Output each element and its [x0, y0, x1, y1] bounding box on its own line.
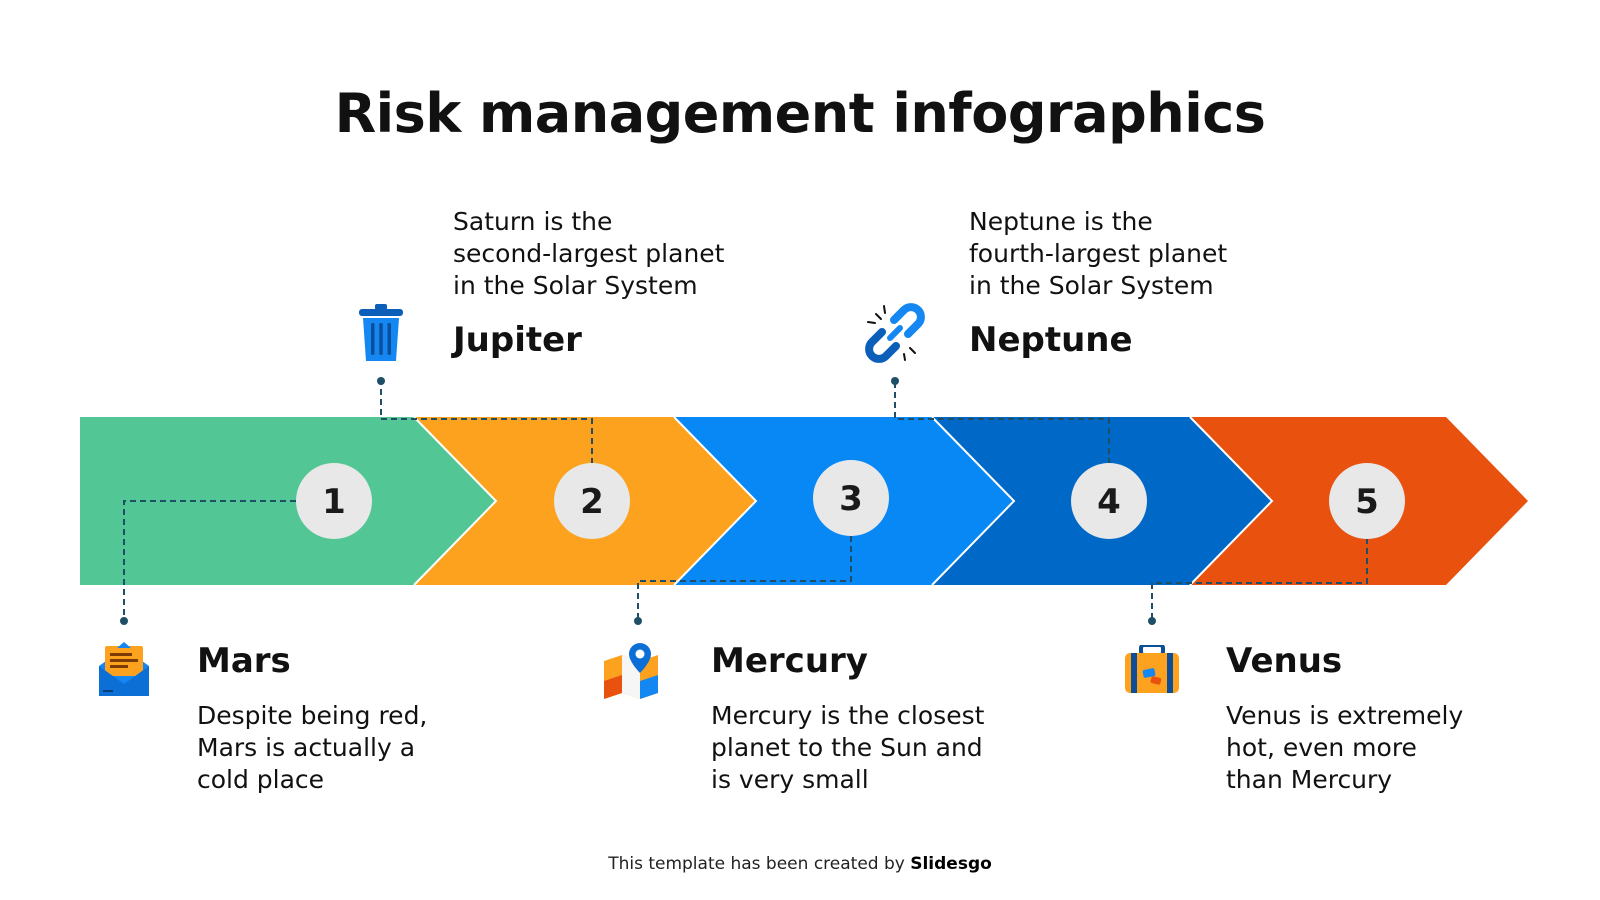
- step-5: 5: [1329, 463, 1405, 539]
- suitcase-icon: [1125, 645, 1179, 693]
- jupiter-title: Jupiter: [453, 320, 582, 360]
- step-circle: [813, 460, 889, 536]
- footer-brand-link[interactable]: Slidesgo: [910, 854, 992, 874]
- trash-icon: [359, 304, 403, 361]
- connector-mercury: [637, 536, 852, 620]
- connector-mars: [123, 500, 296, 620]
- broken-link-icon: [865, 303, 925, 363]
- arrow-segment-1: [80, 417, 496, 585]
- step-circle: [1071, 463, 1147, 539]
- step-2: 2: [554, 463, 630, 539]
- footer-credit: This template has been created by Slides…: [0, 854, 1600, 874]
- mercury-description: Mercury is the closest planet to the Sun…: [711, 701, 985, 794]
- neptune-title: Neptune: [969, 320, 1133, 360]
- mars-description: Despite being red, Mars is actually a co…: [197, 701, 428, 794]
- jupiter-description: Saturn is the second-largest planet in t…: [453, 207, 725, 300]
- step-circle: [1329, 463, 1405, 539]
- footer-text: This template has been created by: [608, 854, 911, 874]
- mars-title: Mars: [197, 641, 291, 681]
- mercury-title: Mercury: [711, 641, 868, 681]
- venus-title: Venus: [1226, 641, 1343, 681]
- step-number: 3: [839, 479, 863, 519]
- step-circle: [554, 463, 630, 539]
- step-4: 4: [1071, 463, 1147, 539]
- step-number: 5: [1355, 482, 1379, 522]
- step-3: 3: [813, 460, 889, 536]
- connector-venus: [1151, 538, 1368, 620]
- connector-jupiter: [380, 382, 593, 464]
- page-title: Risk management infographics: [334, 82, 1266, 145]
- map-icon: [604, 643, 658, 699]
- venus-description: Venus is extremely hot, even more than M…: [1226, 701, 1464, 794]
- step-number: 2: [580, 482, 604, 522]
- neptune-description: Neptune is the fourth-largest planet in …: [969, 207, 1228, 300]
- step-circle: [296, 463, 372, 539]
- step-1: 1: [296, 463, 372, 539]
- step-number: 4: [1097, 482, 1121, 522]
- connector-neptune: [894, 382, 1110, 464]
- mail-icon: [99, 642, 149, 696]
- step-number: 1: [322, 482, 346, 522]
